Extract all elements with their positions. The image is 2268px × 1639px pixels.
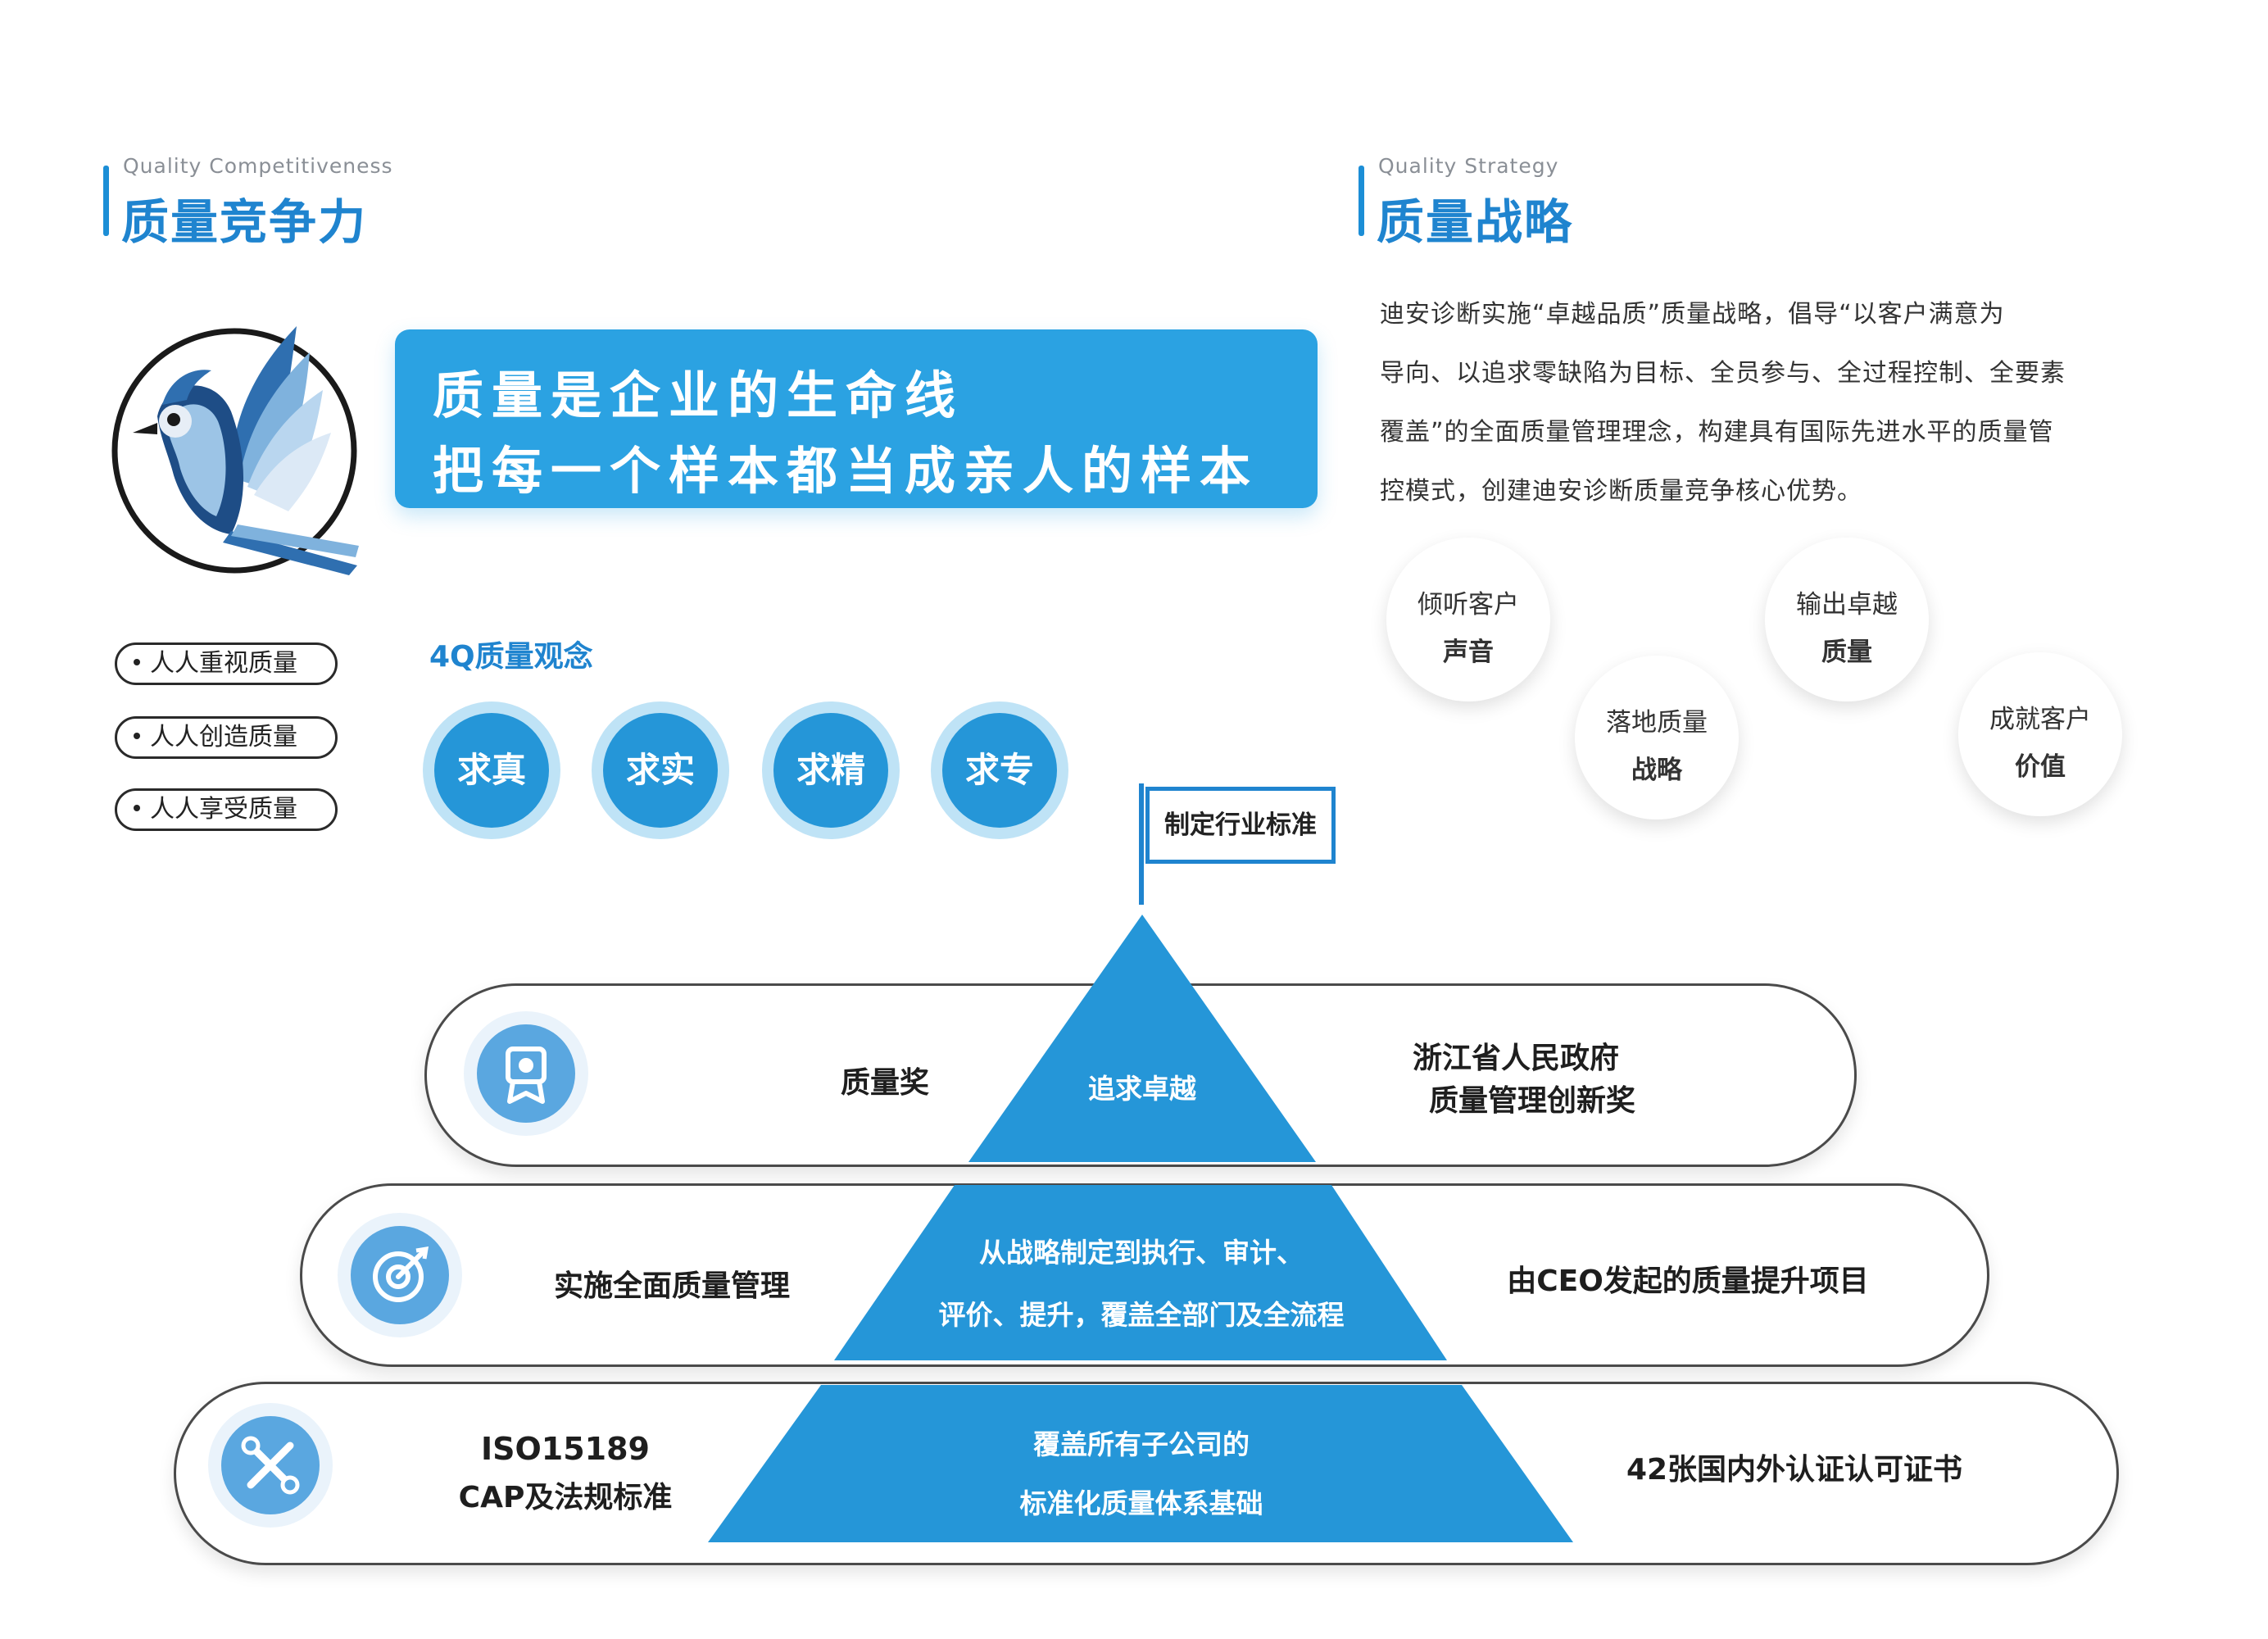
bullet-dot-icon bbox=[134, 804, 140, 811]
header-zh-title: 质量竞争力 bbox=[121, 194, 368, 250]
bubble-implement-strategy: 落地质量 战略 bbox=[1575, 656, 1739, 820]
middle-left-text: 实施全面质量管理 bbox=[553, 1269, 790, 1303]
award-icon bbox=[477, 1024, 575, 1123]
bubble-line-2: 声音 bbox=[1443, 638, 1494, 667]
four-q-item-3: 求精 bbox=[762, 701, 900, 839]
header-en-title: Quality Competitiveness bbox=[123, 154, 393, 178]
middle-right-text: 由CEO发起的质量提升项目 bbox=[1507, 1264, 1869, 1298]
header-en-title: Quality Strategy bbox=[1378, 154, 1559, 178]
strategy-paragraph: 迪安诊断实施“卓越品质”质量战略，倡导“以客户满意为 导向、以追求零缺陷为目标、… bbox=[1380, 285, 2142, 521]
top-right-text-1: 浙江省人民政府 bbox=[1412, 1042, 1619, 1075]
bubble-line-1: 倾听客户 bbox=[1418, 590, 1519, 620]
slogan-banner: 质量是企业的生命线 把每一个样本都当成亲人的样本 bbox=[395, 329, 1318, 508]
industry-standard-flag: 制定行业标准 bbox=[1145, 787, 1336, 864]
pill-label: 人人享受质量 bbox=[150, 795, 297, 824]
pill-label: 人人创造质量 bbox=[150, 723, 297, 751]
pyramid-tier-top bbox=[968, 915, 1316, 1162]
bubble-customer-value: 成就客户 价值 bbox=[1958, 652, 2122, 816]
header-accent-bar bbox=[103, 166, 109, 236]
pyramid-middle-label-1: 从战略制定到执行、审计、 bbox=[979, 1237, 1304, 1269]
pyramid-tier-middle bbox=[834, 1185, 1447, 1360]
four-q-title: 4Q质量观念 bbox=[429, 640, 593, 674]
four-q-label: 求精 bbox=[773, 713, 888, 828]
pyramid-bottom-label-1: 覆盖所有子公司的 bbox=[1033, 1428, 1250, 1460]
bubble-listen-customer: 倾听客户 声音 bbox=[1386, 538, 1550, 701]
bottom-left-text-1: ISO15189 bbox=[480, 1431, 650, 1467]
paragraph-line: 导向、以追求零缺陷为目标、全员参与、全过程控制、全要素 bbox=[1380, 359, 2066, 388]
bubble-line-1: 成就客户 bbox=[1989, 705, 2091, 734]
four-q-label: 求实 bbox=[603, 713, 718, 828]
header-accent-bar bbox=[1359, 166, 1364, 236]
top-right-text-2: 质量管理创新奖 bbox=[1428, 1084, 1635, 1118]
bubble-line-2: 价值 bbox=[2015, 752, 2066, 782]
four-q-item-1: 求真 bbox=[423, 701, 560, 839]
slogan-line-2: 把每一个样本都当成亲人的样本 bbox=[433, 441, 1259, 501]
bullet-dot-icon bbox=[134, 658, 140, 665]
bottom-left-text-2: CAP及法规标准 bbox=[458, 1481, 673, 1514]
pyramid-middle-label-2: 评价、提升，覆盖全部门及全流程 bbox=[938, 1299, 1345, 1331]
flag-pole bbox=[1139, 783, 1144, 905]
bubble-line-1: 输出卓越 bbox=[1796, 590, 1898, 620]
four-q-item-4: 求专 bbox=[931, 701, 1068, 839]
slogan-line-1: 质量是企业的生命线 bbox=[433, 365, 964, 425]
pill-value-2: 人人创造质量 bbox=[115, 716, 338, 759]
pill-value-3: 人人享受质量 bbox=[115, 788, 338, 831]
header-zh-title: 质量战略 bbox=[1377, 194, 1574, 250]
four-q-label: 求专 bbox=[942, 713, 1057, 828]
bubble-output-excellence: 输出卓越 质量 bbox=[1765, 538, 1929, 701]
paragraph-line: 控模式，创建迪安诊断质量竞争核心优势。 bbox=[1380, 477, 1862, 506]
target-icon bbox=[351, 1226, 449, 1324]
paragraph-line: 覆盖”的全面质量管理理念，构建具有国际先进水平的质量管 bbox=[1380, 418, 2054, 447]
pyramid-bottom-label-2: 标准化质量体系基础 bbox=[1019, 1487, 1263, 1519]
bubble-line-2: 战略 bbox=[1631, 756, 1682, 785]
bird-logo-icon bbox=[111, 326, 359, 575]
pill-value-1: 人人重视质量 bbox=[115, 642, 338, 685]
pyramid-tier-bottom bbox=[708, 1385, 1573, 1542]
bubble-line-1: 落地质量 bbox=[1606, 708, 1708, 738]
tools-icon bbox=[221, 1416, 320, 1514]
bottom-right-text: 42张国内外认证认可证书 bbox=[1626, 1453, 1963, 1487]
four-q-label: 求真 bbox=[434, 713, 549, 828]
pyramid-top-label: 追求卓越 bbox=[1088, 1073, 1196, 1105]
top-left-text: 质量奖 bbox=[840, 1066, 929, 1100]
pill-label: 人人重视质量 bbox=[150, 649, 297, 678]
bubble-line-2: 质量 bbox=[1821, 638, 1872, 667]
bullet-dot-icon bbox=[134, 732, 140, 739]
paragraph-line: 迪安诊断实施“卓越品质”质量战略，倡导“以客户满意为 bbox=[1380, 300, 2005, 329]
four-q-item-2: 求实 bbox=[592, 701, 729, 839]
